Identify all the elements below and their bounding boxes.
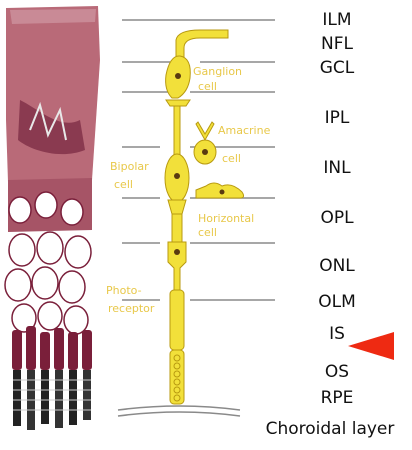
horizontal-label-line2: cell bbox=[198, 226, 217, 239]
layer-label-is: IS bbox=[292, 324, 382, 344]
photoreceptor-synapse bbox=[172, 214, 182, 242]
layer-label-gcl: GCL bbox=[292, 58, 382, 78]
bipolar-label-line2: cell bbox=[114, 178, 133, 191]
ganglion-axon bbox=[176, 30, 228, 58]
layer-label-inl: INL bbox=[292, 158, 382, 178]
photoreceptor-label-line2: receptor bbox=[108, 302, 155, 315]
amacrine-processes bbox=[196, 122, 214, 140]
layer-label-rpe: RPE bbox=[292, 388, 382, 408]
layer-label-olm: OLM bbox=[292, 292, 382, 312]
layer-label-os: OS bbox=[292, 362, 382, 382]
amacrine-label-line1: Amacrine bbox=[218, 124, 271, 137]
ganglion-label-line1: Ganglion bbox=[193, 65, 242, 78]
layer-label-ipl: IPL bbox=[292, 108, 382, 128]
choroidal-layer-label: Choroidal layer bbox=[250, 418, 410, 440]
tissue-cell-bodies bbox=[5, 192, 91, 334]
layer-label-nfl: NFL bbox=[292, 34, 382, 54]
photoreceptor-label-line1: Photo- bbox=[106, 284, 142, 297]
bipolar-process bbox=[174, 106, 180, 156]
ganglion-dendrite bbox=[166, 100, 190, 106]
bipolar-dendrite bbox=[168, 200, 186, 214]
tissue-ilm-strip bbox=[10, 9, 96, 24]
bipolar-label-line1: Bipolar bbox=[110, 160, 149, 173]
ganglion-label-line2: cell bbox=[198, 80, 217, 93]
horizontal-cell-body bbox=[196, 183, 244, 198]
layer-label-ilm: ILM bbox=[292, 10, 382, 30]
tissue-outer-segments bbox=[13, 370, 91, 430]
horizontal-label-line1: Horizontal bbox=[198, 212, 254, 225]
layer-label-opl: OPL bbox=[292, 208, 382, 228]
layer-label-onl: ONL bbox=[292, 256, 382, 276]
photoreceptor-inner-segment bbox=[170, 290, 184, 350]
retina-tissue-section bbox=[5, 6, 100, 430]
tissue-upper-band bbox=[6, 6, 100, 182]
amacrine-label-line2: cell bbox=[222, 152, 241, 165]
choroid-boundary-lines bbox=[118, 406, 240, 416]
